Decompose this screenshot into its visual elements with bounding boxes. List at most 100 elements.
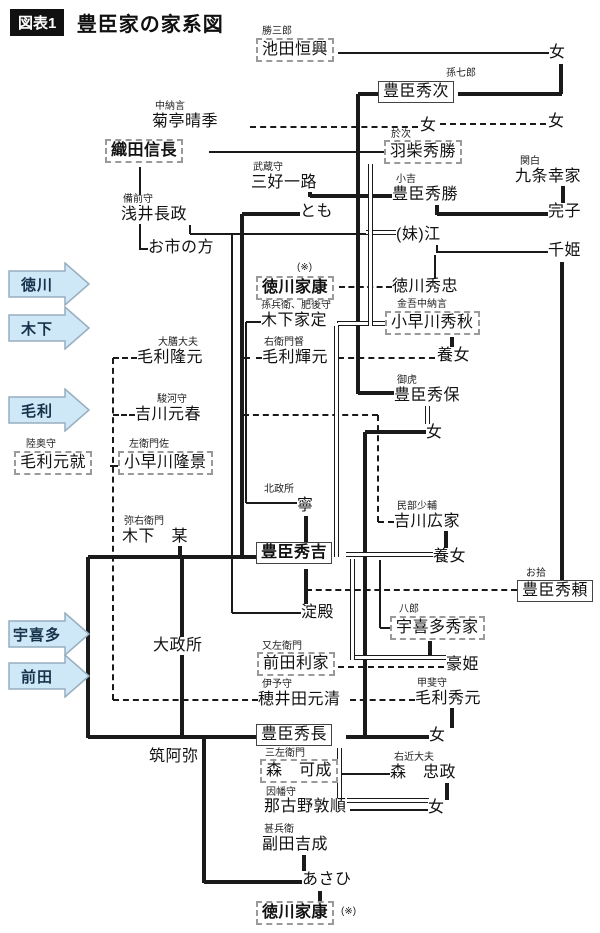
tree-line-thin: [140, 248, 150, 250]
person-node: 豊臣秀吉: [256, 542, 333, 565]
role-label: 因幡守: [266, 787, 296, 798]
tree-line-dashed: [243, 414, 378, 416]
person-node: 豊臣秀頼: [517, 580, 594, 603]
tree-line-dashed: [440, 123, 546, 125]
tree-line-thin: [436, 245, 438, 253]
person-node: 女: [420, 117, 437, 136]
person-node: 徳川秀忠: [392, 278, 459, 297]
person-node: 豊臣秀次: [378, 81, 455, 104]
tree-line-thick: [178, 546, 182, 558]
tree-line-thin: [380, 627, 392, 629]
tree-line-thin: [338, 52, 549, 54]
tree-line-thick: [458, 92, 562, 96]
arrow-shape-icon: [8, 388, 90, 432]
person-node: 木下 某: [122, 528, 189, 547]
role-label: 左衛門佐: [129, 439, 169, 450]
tree-line-thick: [356, 94, 360, 394]
person-node: 毛利秀元: [415, 690, 482, 709]
tree-line-thin: [245, 322, 247, 503]
person-node: 吉川元春: [135, 406, 202, 425]
role-label: 於次: [391, 129, 411, 140]
clan-arrow: 木下: [8, 306, 90, 350]
tree-line-dashed: [112, 358, 114, 700]
person-node: 前田利家: [257, 652, 336, 677]
tree-line-thick: [88, 735, 258, 739]
arrow-shape-icon: [8, 262, 90, 306]
tree-line-thin: [209, 151, 386, 153]
person-node: 織田信長: [105, 139, 184, 164]
person-node: 小早川隆景: [118, 451, 213, 476]
tree-line-dashed: [306, 589, 517, 591]
role-label: (※): [297, 262, 313, 273]
person-node: 木下家定: [261, 312, 328, 331]
tree-line-thin: [379, 560, 381, 628]
person-node: 菊亭晴季: [152, 113, 219, 132]
role-label: 八郎: [399, 604, 419, 615]
tree-line-thick: [561, 186, 565, 203]
person-node: 森 忠政: [390, 764, 457, 783]
role-label: 弥右衛門: [124, 516, 164, 527]
role-label: 右近大夫: [394, 752, 434, 763]
tree-line-dashed: [113, 357, 137, 359]
person-node: 徳川家康: [256, 276, 335, 301]
tree-line-thick: [560, 262, 564, 580]
tree-line-thick: [302, 855, 306, 872]
person-node: 副田吉成: [262, 836, 329, 855]
person-node: 養女: [437, 347, 471, 366]
tree-line-thick: [86, 557, 90, 738]
role-label: 陸奥守: [26, 439, 56, 450]
role-label: 中納言: [155, 101, 185, 112]
person-node: 小早川秀秋: [385, 311, 480, 336]
role-label: 孫七郎: [446, 68, 476, 79]
tree-line-thick: [445, 783, 449, 800]
clan-arrow-label: 毛利: [20, 402, 53, 420]
person-node: 女: [549, 44, 566, 63]
tree-line-dashed: [377, 415, 379, 522]
clan-arrow-label: 徳川: [20, 276, 53, 294]
tree-line-thick: [559, 64, 563, 94]
role-label: 民部少輔: [397, 501, 437, 512]
person-node: 女: [426, 424, 443, 443]
title-text: 豊臣家の家系図: [76, 14, 224, 36]
role-label: 駿河守: [157, 394, 187, 405]
tree-line-thick: [304, 516, 308, 543]
tree-line-dashed: [350, 699, 415, 701]
person-node: 吉川広家: [394, 513, 461, 532]
role-label: 武蔵守: [253, 162, 283, 173]
tree-line-thin: [232, 612, 301, 614]
person-node: 筑阿弥: [149, 748, 199, 767]
role-label: 大膳大夫: [158, 337, 198, 348]
role-label: 伊予守: [262, 679, 292, 690]
clan-arrow-label: 宇喜多: [12, 626, 61, 644]
tree-line-dashed: [338, 666, 444, 668]
tree-line-thick: [437, 212, 548, 216]
role-label: 三左衛門: [265, 748, 305, 759]
tree-line-dashed: [113, 699, 258, 701]
person-node: 豊臣秀長: [256, 724, 333, 747]
clan-arrow: 宇喜多: [8, 612, 90, 656]
role-label: 又左衛門: [262, 641, 302, 652]
tree-line-dashed: [113, 414, 135, 416]
arrow-shape-icon: [8, 306, 90, 350]
person-node: 那古野敦順: [264, 798, 347, 817]
role-label: 北政所: [264, 484, 294, 495]
tree-line-dashed: [378, 521, 394, 523]
tree-line-thin: [246, 502, 297, 504]
tree-line-double: [366, 230, 398, 236]
person-node: 豊臣秀保: [394, 387, 461, 406]
tree-line-thin: [350, 809, 428, 811]
person-node: 毛利輝元: [262, 349, 329, 368]
tree-line-dashed: [244, 357, 262, 359]
clan-arrow-label: 木下: [20, 320, 53, 338]
tree-line-thick: [363, 432, 367, 738]
tree-line-thick: [304, 569, 308, 604]
person-node: 大政所: [153, 637, 203, 656]
person-node: 羽柴秀勝: [384, 140, 463, 165]
person-node: 穂井田元清: [258, 691, 341, 710]
role-label: 孫兵衛、肥後守: [261, 300, 331, 311]
tree-line-thick: [428, 641, 432, 656]
person-node: お市の方: [148, 239, 215, 258]
role-label: (※): [341, 906, 357, 917]
person-node: とも: [300, 203, 334, 222]
person-node: 徳川家康: [256, 901, 335, 926]
